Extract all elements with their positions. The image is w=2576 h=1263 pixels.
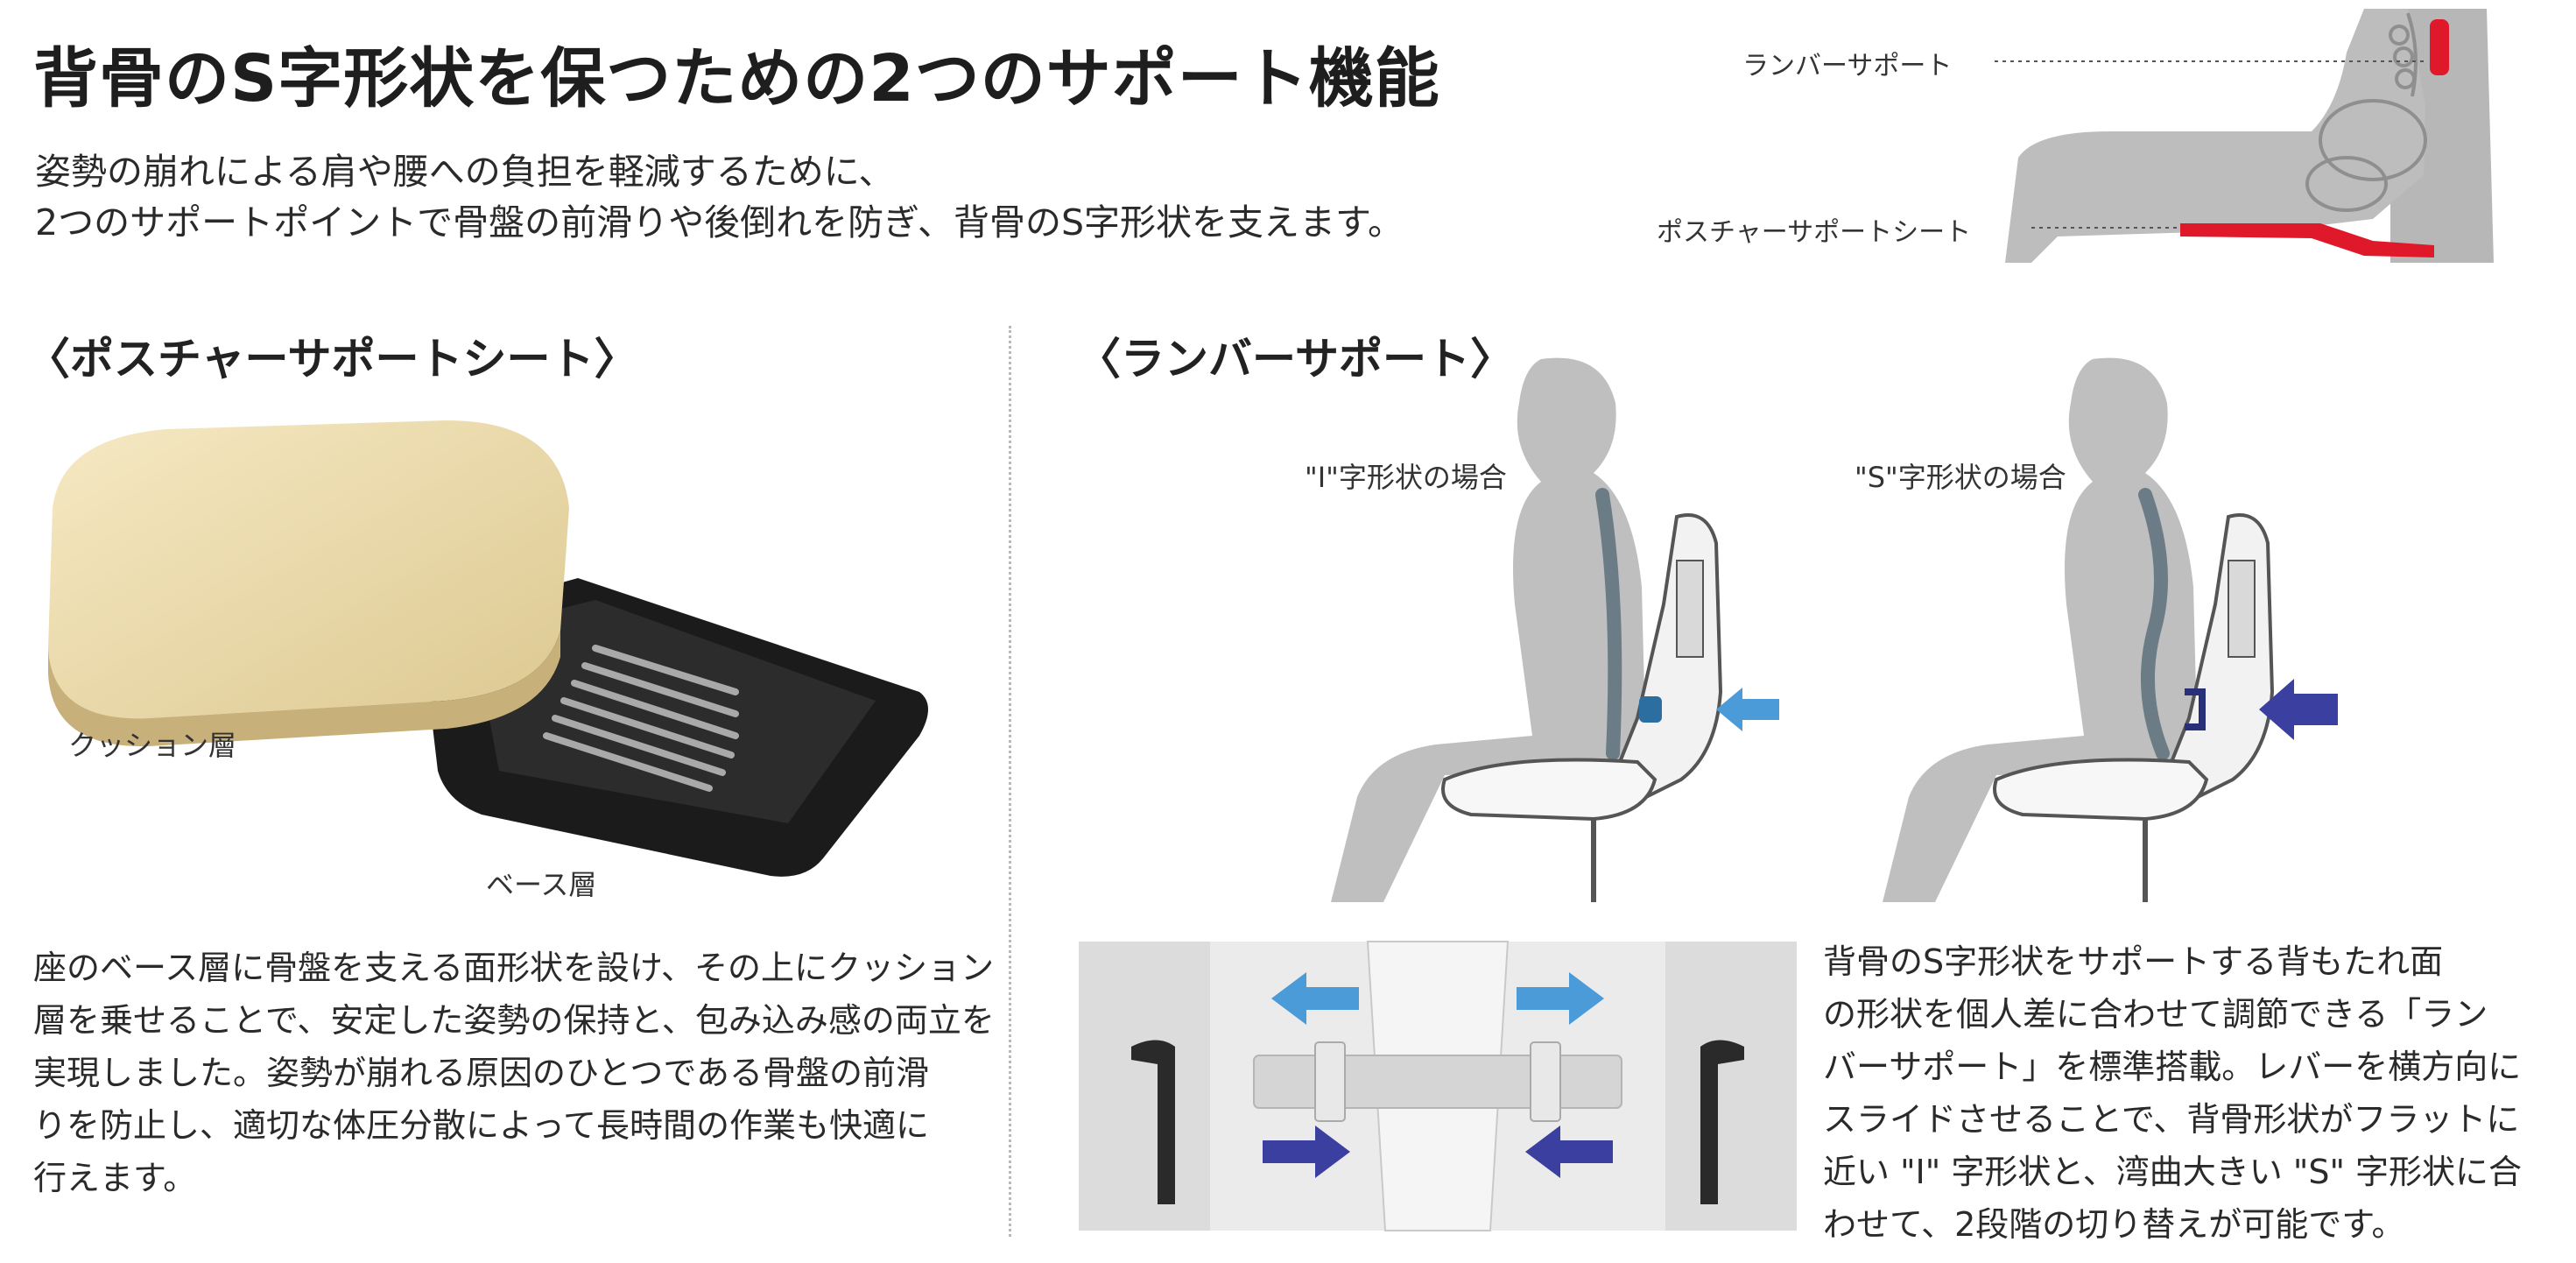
cushion-layer-shape xyxy=(48,420,569,719)
posture-text-line: りを防止し、適切な体圧分散によって長時間の作業も快適に xyxy=(33,1106,929,1145)
posture-section-heading: 〈ポスチャーサポートシート〉 xyxy=(26,334,638,385)
lumbar-marker xyxy=(2430,19,2449,75)
posture-text-line: 層を乗せることで、安定した姿勢の保持と、包み込み感の両立を xyxy=(33,1001,995,1040)
lumbar-text-line: 近い "I" 字形状と、湾曲大きい "S" 字形状に合 xyxy=(1823,1153,2523,1191)
dark-arrow-left-bottom xyxy=(1525,1125,1613,1178)
lumbar-text-line: の形状を個人差に合わせて調節できる「ラン xyxy=(1823,995,2488,1034)
page-title: 背骨のS字形状を保つための2つのサポート機能 xyxy=(33,41,1440,116)
lumbar-section-heading: 〈ランバーサポート〉 xyxy=(1077,334,1514,385)
i-shape-case-label: "I"字形状の場合 xyxy=(1305,461,1507,494)
callout-lumbar-support: ランバーサポート xyxy=(1742,51,1953,81)
overview-illustration xyxy=(1995,9,2494,263)
s-shape-figure xyxy=(1883,357,2338,903)
posture-text-line: 座のベース層に骨盤を支える面形状を設け、その上にクッション xyxy=(33,949,995,987)
lumbar-text-line: 背骨のS字形状をサポートする背もたれ面 xyxy=(1823,942,2444,981)
lumbar-lever-photo xyxy=(1079,941,1797,1231)
lumbar-description: 背骨のS字形状をサポートする背もたれ面 の形状を個人差に合わせて調節できる「ラン… xyxy=(1823,935,2558,1251)
cushion-layer-label: クッション層 xyxy=(68,729,237,762)
intro-line-1: 姿勢の崩れによる肩や腰への負担を軽減するために、 xyxy=(35,151,895,193)
posture-text-line: 行えます。 xyxy=(33,1159,197,1197)
lumbar-text-line: わせて、2段階の切り替えが可能です。 xyxy=(1823,1205,2405,1244)
lumbar-text-line: バーサポート」を標準搭載。レバーを横方向に xyxy=(1823,1048,2522,1086)
light-arrow-left xyxy=(1716,688,1779,731)
dark-arrow-left xyxy=(2259,679,2338,740)
overview-diagram: ランバーサポート ポスチャーサポートシート xyxy=(1620,0,2576,280)
seat-layers-illustration xyxy=(48,420,928,877)
base-layer-label: ベース層 xyxy=(486,868,597,901)
light-arrow-right-top xyxy=(1517,972,1604,1025)
light-arrow-left-top xyxy=(1271,972,1359,1025)
dark-arrow-right-bottom xyxy=(1263,1125,1350,1178)
posture-text-line: 実現しました。姿勢が崩れる原因のひとつである骨盤の前滑 xyxy=(33,1054,929,1092)
s-shape-case-label: "S"字形状の場合 xyxy=(1855,461,2066,494)
i-shape-figure xyxy=(1331,357,1779,903)
intro-line-2: 2つのサポートポイントで骨盤の前滑りや後倒れを防ぎ、背骨のS字形状を支えます。 xyxy=(35,201,1404,243)
seat-marker xyxy=(2180,223,2434,258)
callout-posture-seat: ポスチャーサポートシート xyxy=(1657,217,1972,248)
lumbar-text-line: スライドさせることで、背骨形状がフラットに xyxy=(1823,1100,2520,1139)
posture-description: 座のベース層に骨盤を支える面形状を設け、その上にクッション 層を乗せることで、安… xyxy=(33,942,996,1204)
section-divider xyxy=(1009,326,1011,1237)
